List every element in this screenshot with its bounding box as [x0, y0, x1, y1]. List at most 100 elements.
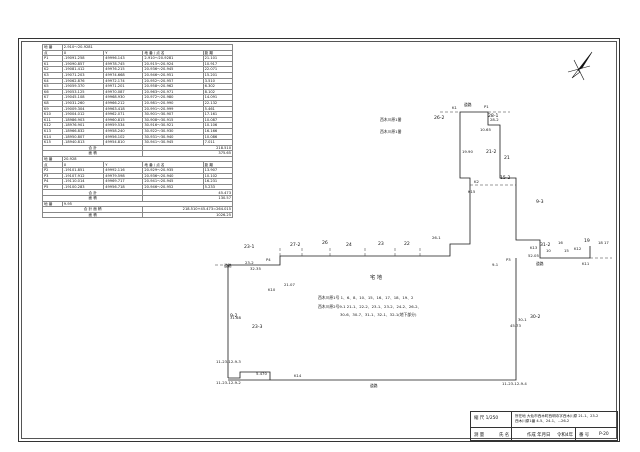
table-cell: -19062.876 [61, 77, 105, 85]
drawn-label: 測 量 [474, 433, 485, 438]
parcel-label: 22 [404, 242, 410, 247]
table-cell: 10.106 [202, 122, 234, 129]
date-label: 作成 年月日 [527, 433, 551, 438]
table-cell: 5.461 [202, 105, 234, 113]
dimension-label: 10.65 [480, 127, 491, 132]
table-cell: -19053.125 [61, 88, 105, 96]
lot-boundary [227, 111, 591, 378]
parcel-label: 15 [564, 248, 569, 253]
point-label: K2 [474, 179, 479, 184]
table-cell: 面 積 [41, 211, 144, 219]
point-label: K11 [582, 261, 590, 266]
number-value: P-20 [599, 432, 609, 437]
table-cell: -19081.412 [61, 66, 105, 73]
parcel-label: 23-1 [244, 245, 255, 250]
parcel-label: 9-2 [230, 314, 238, 319]
table-cell: 22.071 [202, 66, 234, 73]
parcel-label: 31-2 [540, 243, 551, 248]
dimension-label: 21.07 [284, 282, 295, 287]
table-cell: -19009.304 [61, 105, 105, 113]
point-label: K13 [530, 245, 538, 250]
name-mark: 西木川原1番 [380, 129, 402, 134]
table-cell: -19059.370 [61, 83, 105, 90]
compass-icon [567, 51, 593, 81]
title-block: 縮 尺 1/250 所在地 大仙市西木町西明寺字西木川原 21-1、23-2 西… [470, 411, 618, 441]
table-cell: 14.091 [202, 94, 234, 101]
table-cell: -19031.260 [61, 99, 105, 107]
parcel-label: 16 [558, 240, 563, 245]
road-label: 道路 [464, 102, 472, 107]
drawing-sheet [18, 38, 620, 442]
table-cell: 10.087 [202, 116, 234, 124]
road-label: 道路 [224, 263, 232, 268]
road-label: 道路 [536, 261, 544, 266]
point-label: K15 [468, 189, 476, 194]
point-label: K10 [268, 287, 276, 292]
inner-frame [21, 41, 617, 439]
note-line: 西木川原1号 1、6、8、10、15、16、17、18、19、2 [318, 295, 414, 300]
lot-boundary-east [228, 258, 517, 381]
table-cell: 1026.25 [142, 211, 233, 219]
point-label: P3 [506, 257, 511, 262]
corner-label: 11-23-12-9-2 [216, 380, 241, 385]
note-line: 西木川原2号9-1 21-1、22-2、23-1、23-2、24-2、26-2、 [318, 304, 422, 309]
table-cell: 22.132 [202, 99, 234, 107]
note-line: 30-6、30-7、31-1、32-1、32-1(地下部分) [340, 312, 417, 317]
boundary-mark: 26-1 [432, 235, 441, 240]
parcel-label: 23-3 [252, 325, 263, 330]
corner-label: 11-23-12-9-4 [502, 381, 527, 386]
parcel-label: 23 [378, 242, 384, 247]
parcel-label: 17 [604, 240, 609, 245]
number-label: 番 号 [579, 433, 590, 438]
parcel-label: 21-2 [486, 150, 497, 155]
table-cell: 17.161 [202, 111, 234, 118]
table-cell: -19071.203 [61, 72, 105, 79]
dimension-label: 45.73 [510, 323, 521, 328]
table-cell: -18986.903 [61, 116, 105, 124]
dimension-label: 5.470 [256, 371, 267, 376]
parcel-label: 26-2 [434, 116, 445, 121]
table-cell: -19045.108 [61, 94, 105, 101]
name-label: 氏 名 [499, 433, 510, 438]
table-cell: 3.510 [202, 77, 234, 85]
point-label: P4 [266, 257, 271, 262]
address-line: 西木川原1番 4-5、24-1、...26-2 [515, 419, 570, 423]
dimension-label: 31.68 [230, 315, 241, 320]
name-mark: 西木川原1番 [380, 117, 402, 122]
corner-label: 11-23-12-9-3 [216, 359, 241, 364]
scale-label: 縮 尺 1/250 [474, 416, 499, 421]
parcel-label: 10 [546, 248, 551, 253]
dimension-label: 32.35 [250, 266, 261, 271]
parcel-label: 21 [504, 156, 510, 161]
parcel-label: 18 [598, 240, 603, 245]
boundary-mark: 23-2 [245, 260, 254, 265]
table-cell: -18976.901 [61, 122, 105, 129]
address-line: 所在地 大仙市西木町西明寺字西木川原 21-1、23-2 [515, 414, 599, 418]
parcel-label: 24 [346, 243, 352, 248]
parcel-label: 26 [322, 241, 328, 246]
table-cell: 8.102 [202, 88, 234, 96]
parcel-label: 28-1 [488, 114, 499, 119]
boundary-mark: 30-1 [518, 317, 527, 322]
road-label: 道路 [370, 383, 378, 388]
boundary-mark: 28-2 [490, 117, 499, 122]
point-label: K1 [452, 105, 457, 110]
dimension-label: 52.05 [528, 253, 539, 258]
date-value: 令和4年 [557, 433, 573, 438]
parcel-label: 9-3 [536, 200, 544, 205]
table-cell: 10.917 [202, 60, 234, 68]
